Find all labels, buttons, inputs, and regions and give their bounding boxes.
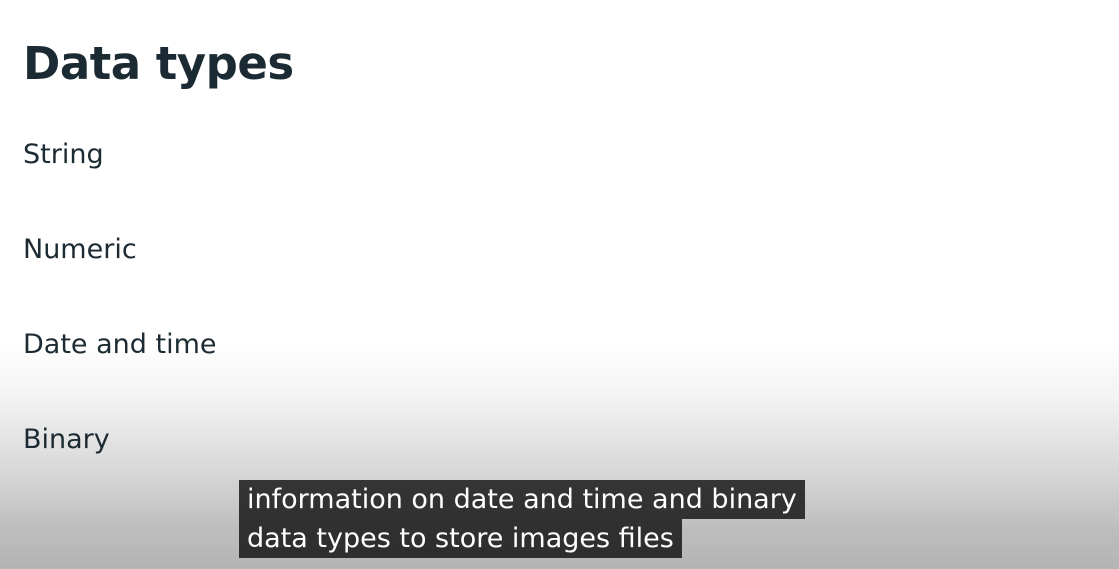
slide-title: Data types xyxy=(23,37,294,90)
data-type-item-binary: Binary xyxy=(23,424,110,455)
caption-line-2: data types to store images files xyxy=(239,519,682,558)
subtitle-captions: information on date and time and binary … xyxy=(239,480,839,558)
data-type-item-string: String xyxy=(23,139,104,170)
data-type-item-date-and-time: Date and time xyxy=(23,329,217,360)
caption-line-1: information on date and time and binary xyxy=(239,480,805,519)
data-type-item-numeric: Numeric xyxy=(23,234,137,265)
